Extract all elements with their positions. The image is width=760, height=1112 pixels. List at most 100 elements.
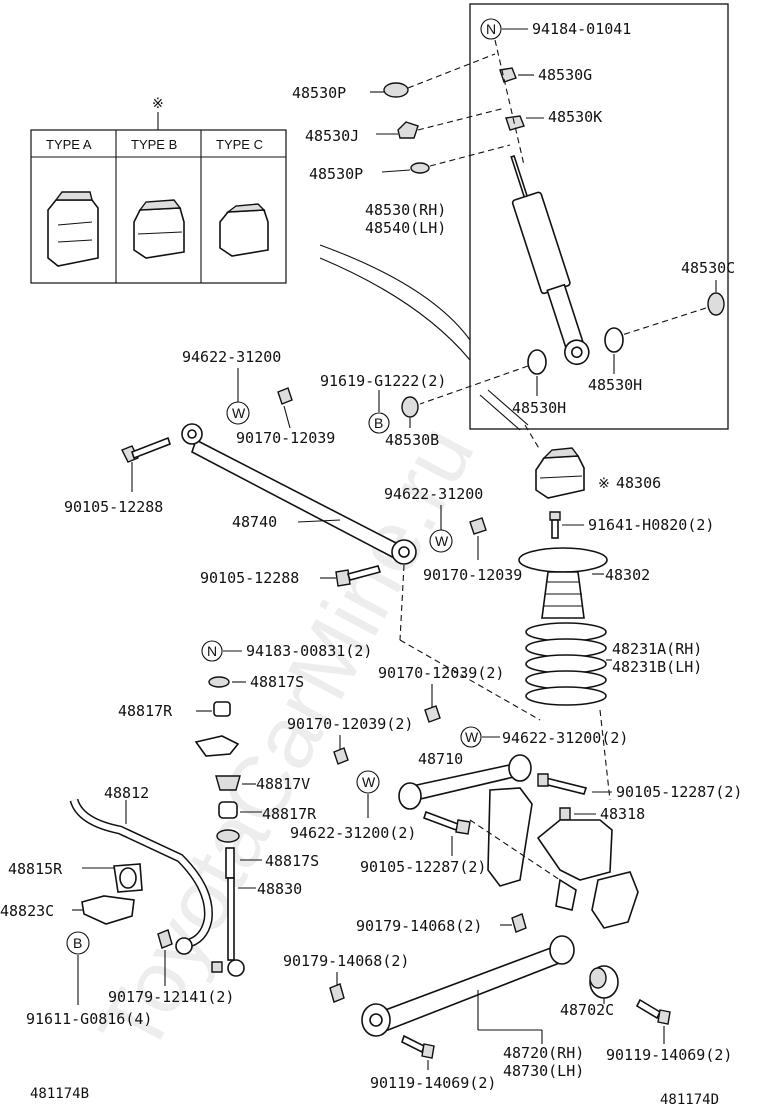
- nut-48530g: [499, 67, 517, 83]
- label-48530p-top: 48530P: [292, 84, 346, 102]
- label-90119-14069-b: 90119-14069(2): [606, 1046, 732, 1064]
- label-90105-12288-b: 90105-12288: [200, 569, 299, 587]
- spring-insulator-48302: [518, 547, 608, 619]
- bolt-90119-a: [401, 1034, 435, 1059]
- label-94183-00831: 94183-00831(2): [246, 642, 372, 660]
- table-header-type-a: TYPE A: [46, 137, 92, 152]
- label-90170-12039-d: 90170-12039(2): [287, 715, 413, 733]
- symbol-n-94183: N: [201, 640, 223, 662]
- bushing-48817s-top: [208, 676, 230, 688]
- type-table: ※ TYPE A TYPE B TYPE C: [30, 95, 287, 284]
- label-48530h-left: 48530H: [512, 399, 566, 417]
- diagram-code-left: 481174B: [30, 1086, 89, 1102]
- label-48530k: 48530K: [548, 108, 602, 126]
- symbol-b-91619: B: [368, 412, 390, 434]
- nut-90170-a: [277, 387, 293, 405]
- nut-90179-c: [157, 929, 173, 949]
- diagram-code-right: 481174D: [660, 1092, 719, 1108]
- symbol-n-94184: N: [480, 18, 502, 40]
- label-48720-rh: 48720(RH): [503, 1044, 584, 1062]
- stabilizer-bracket: [194, 735, 240, 757]
- label-94622-31200-d: 94622-31200(2): [290, 824, 416, 842]
- label-48540-lh: 48540(LH): [365, 219, 446, 237]
- label-90179-14068-b: 90179-14068(2): [283, 952, 409, 970]
- label-48702c: 48702C: [560, 1001, 614, 1019]
- bushing-48530p-top: [383, 82, 409, 98]
- label-48817s-lower: 48817S: [265, 852, 319, 870]
- lower-arm-48720: [361, 935, 575, 1037]
- label-90105-12288-a: 90105-12288: [64, 498, 163, 516]
- bump-stopper-48306: [535, 447, 585, 499]
- label-48231b-lh: 48231B(LH): [612, 658, 702, 676]
- lateral-rod-48710: [398, 754, 532, 810]
- label-48830: 48830: [257, 880, 302, 898]
- coil-spring-48231: [525, 622, 607, 706]
- label-48306-mark: ※: [598, 475, 610, 491]
- svg-text:W: W: [465, 729, 479, 745]
- nut-90170-c: [424, 705, 441, 723]
- svg-text:B: B: [374, 415, 383, 431]
- washer-48530b: [401, 396, 419, 418]
- bolt-90105-b: [335, 565, 382, 587]
- bump-stopper-type-c: [219, 203, 269, 257]
- bushing-48530p-mid: [410, 162, 430, 174]
- label-48817v: 48817V: [256, 775, 310, 793]
- symbol-w-94622-b: W: [429, 529, 453, 553]
- label-48530p-mid: 48530P: [309, 165, 363, 183]
- label-48530g: 48530G: [538, 66, 592, 84]
- nut-90179-b: [329, 983, 345, 1003]
- svg-text:N: N: [207, 643, 217, 659]
- label-90119-14069-a: 90119-14069(2): [370, 1074, 496, 1092]
- bushing-48702c: [589, 965, 619, 999]
- label-48812: 48812: [104, 784, 149, 802]
- stabilizer-bar-48812: [69, 798, 213, 955]
- stabilizer-link-48830: [211, 847, 245, 977]
- symbol-b-91611: B: [66, 931, 90, 955]
- label-90105-12287-d: 90105-12287(2): [360, 858, 486, 876]
- bump-stopper-type-a: [47, 191, 99, 267]
- label-48530j: 48530J: [305, 127, 359, 145]
- label-90179-12141: 90179-12141(2): [108, 988, 234, 1006]
- shock-absorber-frame: [469, 3, 729, 430]
- table-note-mark: ※: [152, 95, 164, 111]
- bushing-48817r-top: [213, 701, 231, 717]
- label-48817s-top: 48817S: [250, 673, 304, 691]
- label-48817r-lower: 48817R: [262, 805, 317, 823]
- bushing-48815r: [113, 863, 143, 893]
- bolt-90119-b: [635, 998, 671, 1025]
- symbol-w-94622-c: W: [460, 726, 482, 748]
- bushing-48817v: [215, 775, 241, 791]
- bushing-48530h-left: [527, 349, 547, 375]
- label-48817r-top: 48817R: [118, 702, 173, 720]
- table-header-type-b: TYPE B: [131, 137, 177, 152]
- bushing-48817r-lower: [218, 801, 238, 819]
- label-94622-31200-a: 94622-31200: [182, 348, 281, 366]
- label-94184-01041: 94184-01041: [532, 20, 631, 38]
- nut-90179-a: [511, 913, 527, 933]
- label-48306: 48306: [616, 474, 661, 492]
- label-90170-12039-b: 90170-12039: [423, 566, 522, 584]
- label-90170-12039-a: 90170-12039: [236, 429, 335, 447]
- label-94622-31200-b: 94622-31200: [384, 485, 483, 503]
- label-91641-h0820: 91641-H0820(2): [588, 516, 714, 534]
- axle-housing: [487, 787, 639, 929]
- bushing-48817s-lower: [216, 829, 240, 843]
- nut-90170-d: [333, 747, 349, 765]
- table-header-type-c: TYPE C: [216, 137, 263, 152]
- bolt-90105-a: [121, 436, 171, 463]
- label-48530c: 48530C: [681, 259, 735, 277]
- bushing-48530c: [707, 292, 725, 316]
- svg-text:W: W: [362, 774, 376, 790]
- svg-text:W: W: [232, 405, 246, 421]
- label-48318: 48318: [600, 805, 645, 823]
- svg-text:B: B: [73, 935, 82, 951]
- label-91619-g1222: 91619-G1222(2): [320, 372, 446, 390]
- svg-text:W: W: [435, 533, 449, 549]
- label-48730-lh: 48730(LH): [503, 1062, 584, 1080]
- bushing-48530h-right: [604, 327, 624, 353]
- symbol-w-94622-a: W: [226, 401, 250, 425]
- bump-stopper-type-b: [133, 199, 185, 259]
- svg-text:N: N: [486, 21, 496, 37]
